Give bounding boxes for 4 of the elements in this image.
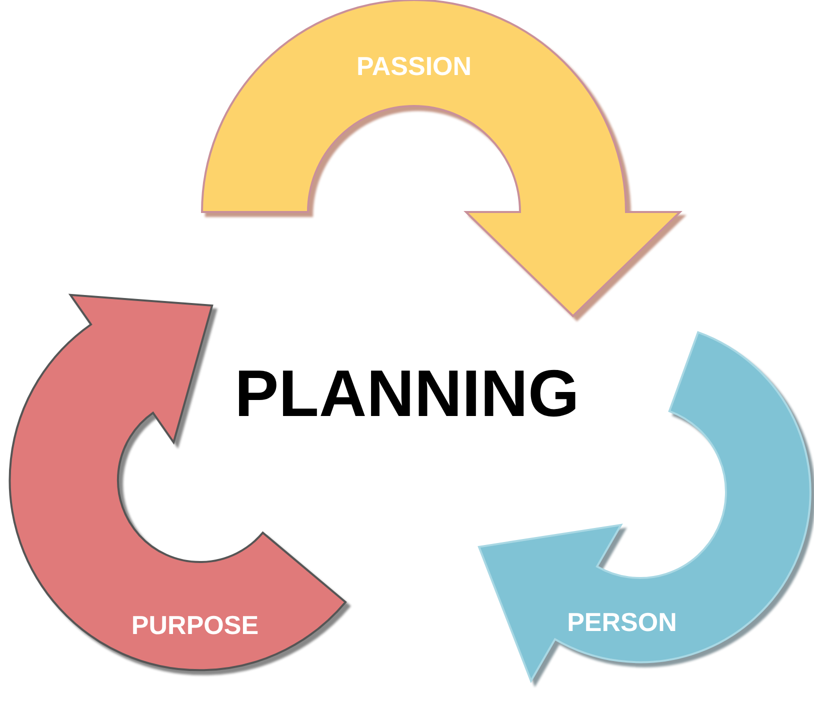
title: PLANNING xyxy=(234,360,580,426)
arrow-label: PURPOSE xyxy=(131,612,259,638)
arrow-label: PERSON xyxy=(567,609,677,635)
arrow-label: PASSION xyxy=(356,53,472,79)
